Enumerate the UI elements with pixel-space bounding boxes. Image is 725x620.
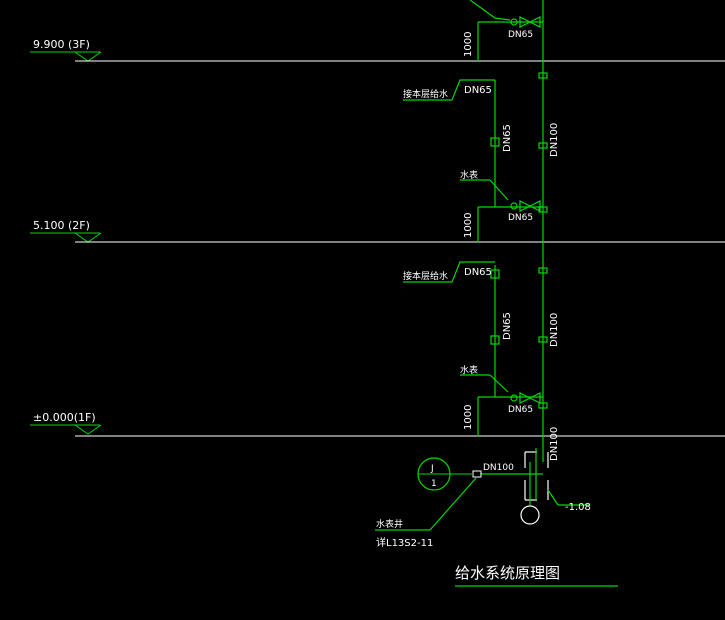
main-riser <box>538 0 548 462</box>
inlet-elevation: -1.08 <box>565 502 591 513</box>
leader-line <box>451 261 495 283</box>
branch-height-label: 1000 <box>463 213 474 238</box>
floor-branch-note: 接本层给水 <box>403 270 448 282</box>
pipe-fitting <box>490 335 500 345</box>
riser-dn-label: DN100 <box>549 123 560 157</box>
inlet-pipes <box>375 448 590 531</box>
drawing-title: 给水系统原理图 <box>455 564 560 582</box>
elevation-leader <box>547 489 559 506</box>
valve-icon <box>519 200 532 212</box>
valve-icon <box>528 16 541 28</box>
riser-coupling <box>538 72 548 79</box>
index-symbol: J 1 <box>417 457 472 491</box>
floor-branch-2f <box>403 261 500 397</box>
level-triangle <box>74 424 102 435</box>
level-label-3f: 9.900 (3F) <box>33 38 90 51</box>
riser-coupling <box>538 142 548 149</box>
meter-assembly-2f <box>460 179 543 242</box>
valve-icon <box>528 200 541 212</box>
valve-icon <box>519 16 532 28</box>
floor-branch-dn: DN65 <box>464 85 492 96</box>
leader-line <box>489 374 509 393</box>
valve-note: 水表 <box>460 364 478 376</box>
manhole-note: 水表井 <box>376 518 403 530</box>
leader-line <box>451 79 495 101</box>
index-top: J <box>430 464 434 474</box>
level-2f: 5.100 (2F) <box>30 219 725 243</box>
valve-icon <box>519 392 532 404</box>
pipe-fitting <box>490 269 500 279</box>
level-1f: ±0.000(1F) <box>30 411 725 437</box>
riser-dn-label: DN100 <box>549 313 560 347</box>
riser-coupling <box>538 267 548 274</box>
floor-branch-dn-vertical: DN65 <box>502 124 513 152</box>
branch-dn-label: DN65 <box>508 30 533 40</box>
meter-symbol <box>510 18 518 26</box>
meter-symbol <box>510 394 518 402</box>
branch-height-label: 1000 <box>463 405 474 430</box>
valve-icon <box>528 392 541 404</box>
floor-branch-dn-vertical: DN65 <box>502 312 513 340</box>
meter-symbol <box>510 202 518 210</box>
inlet-valve-box <box>472 470 482 478</box>
branch-top <box>469 0 543 61</box>
meter-assembly-1f <box>460 374 543 436</box>
branch-height-label: 1000 <box>463 32 474 57</box>
level-3f: 9.900 (3F) <box>30 38 725 62</box>
valve-note: 水表 <box>460 169 478 181</box>
riser-dn-label: DN100 <box>549 427 560 461</box>
leader-line <box>429 477 477 531</box>
leader-line <box>489 179 509 201</box>
pipe-fitting <box>490 137 500 147</box>
inlet-dn-label: DN100 <box>483 463 514 473</box>
index-bottom: 1 <box>431 479 437 489</box>
riser-coupling <box>538 336 548 343</box>
level-label-2f: 5.100 (2F) <box>33 219 90 232</box>
floor-branch-dn: DN65 <box>464 267 492 278</box>
level-label-1f: ±0.000(1F) <box>33 411 96 424</box>
inlet-manhole-circle <box>520 505 540 525</box>
leader-line <box>469 0 511 21</box>
branch-dn-label: DN65 <box>508 405 533 415</box>
branch-dn-label: DN65 <box>508 213 533 223</box>
riser-coupling <box>538 402 548 409</box>
manhole-ref: 详L13S2-11 <box>376 536 433 549</box>
floor-branch-note: 接本层给水 <box>403 88 448 100</box>
